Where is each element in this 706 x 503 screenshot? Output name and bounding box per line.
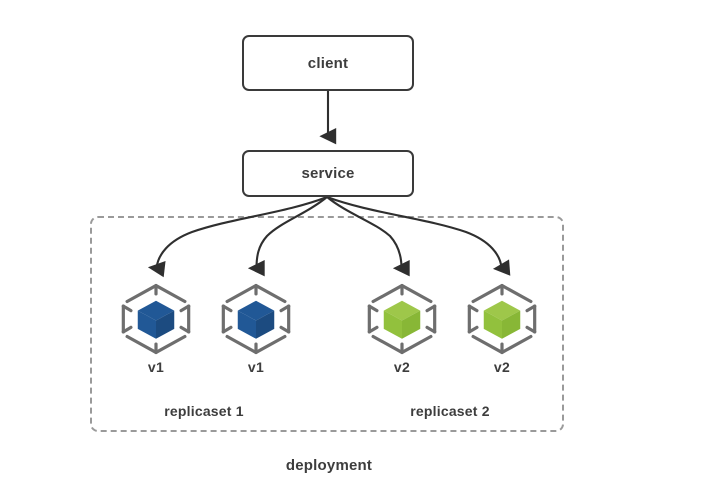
- pod-version-label: v2: [493, 359, 511, 375]
- cube-glyph: [383, 300, 421, 339]
- edge-service-to-pod-1: [147, 196, 328, 278]
- pod-v2-b[interactable]: v2: [459, 281, 545, 375]
- cube-glyph: [137, 300, 175, 339]
- pod-version-label: v1: [147, 359, 165, 375]
- pod-v1-a[interactable]: v1: [113, 281, 199, 375]
- replicaset-1-label: replicaset 1: [164, 403, 244, 419]
- pod-cube-icon: [367, 283, 437, 355]
- pod-cube-icon: [467, 283, 537, 355]
- cube-glyph: [237, 300, 275, 339]
- edge-service-to-pod-2: [247, 196, 328, 277]
- pod-version-label: v1: [247, 359, 265, 375]
- replicaset-2-label: replicaset 2: [410, 403, 490, 419]
- client-label: client: [307, 54, 349, 72]
- client-node[interactable]: client: [242, 35, 414, 91]
- deployment-label: deployment: [285, 457, 373, 474]
- pod-cube-icon: [121, 283, 191, 355]
- pod-v2-a[interactable]: v2: [359, 281, 445, 375]
- deployment-boundary: [90, 216, 564, 432]
- edge-service-to-pod-4: [326, 196, 511, 276]
- pod-version-label: v2: [393, 359, 411, 375]
- pod-cube-icon: [221, 283, 291, 355]
- cube-glyph: [483, 300, 521, 339]
- service-node[interactable]: service: [242, 150, 414, 197]
- edge-service-to-pod-3: [326, 196, 410, 277]
- service-label: service: [301, 165, 355, 182]
- pod-v1-b[interactable]: v1: [213, 281, 299, 375]
